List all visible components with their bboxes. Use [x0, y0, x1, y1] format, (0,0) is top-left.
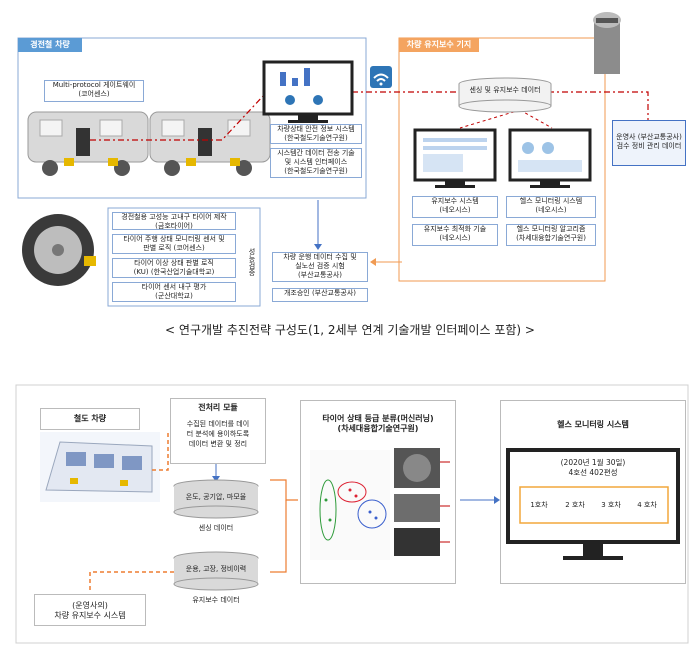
monitor-label-1: 차량상태 안전 정보 시스템 (한국철도기술연구원) — [270, 124, 362, 144]
health-item-2: 헬스 모니터링 알고리즘 (차세대융합기술연구원) — [506, 224, 596, 246]
monitor-illustration — [262, 60, 354, 123]
maint-item-1: 유지보수 시스템 (네오시스) — [412, 196, 498, 218]
screen-train: 4호선 402편성 — [568, 468, 618, 477]
health-monitor-title: 헬스 모니터링 시스템 — [557, 420, 629, 429]
car-3: 3 호차 — [601, 501, 621, 509]
monitor-label-2: 시스템간 데이터 전송 기술 및 시스템 인터페이스 (한국철도기술연구원) — [270, 148, 362, 178]
sensing-data-label: 센싱 데이터 — [198, 524, 234, 532]
health-monitor-illustration — [506, 448, 680, 560]
classifier-title: 타이어 상태 등급 분류(머신러닝) (차세대융합기술연구원) — [322, 414, 434, 433]
figure-caption: < 연구개발 추진전략 구성도(1, 2세부 연계 기술개발 인터페이스 포함)… — [165, 323, 535, 337]
car-2: 2 호차 — [565, 501, 585, 509]
car-panel-title: 경전철 차량 — [18, 38, 82, 52]
maint-panel-title: 차량 유지보수 기지 — [399, 38, 479, 52]
sensing-cylinder — [173, 479, 259, 519]
tire-item-1: 경전철용 고성능 고내구 타이어 제작 (금호타이어) — [112, 212, 236, 230]
maint-data-label: 유지보수 데이터 — [192, 596, 240, 604]
tire-item-4: 타이어 센서 내구 평가 (군산대학교) — [112, 282, 236, 302]
rail-car-illustration — [40, 432, 160, 502]
approval-box: 개조승인 (부산교통공사) — [272, 288, 368, 302]
preprocess-box: 전처리 모듈 수집된 데이터를 데이 터 분석에 용이하도록 데이터 변환 및 … — [170, 398, 266, 464]
car-1: 1호차 — [530, 501, 548, 509]
preprocess-title: 전처리 모듈 — [198, 403, 238, 412]
car-4: 4 호차 — [637, 501, 657, 509]
operator-system-box: (운영사의) 차량 유지보수 시스템 — [34, 594, 146, 626]
gateway-label: Multi-protocol 게이트웨이 (코어센스) — [44, 80, 144, 102]
tire-side-label: 성능검증 — [248, 248, 256, 276]
classifier-scatter-illustration — [310, 448, 450, 560]
train-illustration — [27, 111, 271, 176]
maint-cylinder-label: 운용, 고장, 정비이력 — [185, 565, 247, 573]
operator-box: 운영사 (부산교통공사) 검수 정비 관리 데이터 — [612, 120, 686, 166]
maint-monitor-illustration — [413, 128, 592, 188]
database-illustration — [458, 77, 552, 113]
preprocess-text: 수집된 데이터를 데이 터 분석에 용이하도록 데이터 변환 및 정리 — [186, 420, 250, 448]
tire-item-2: 타이어 주행 상태 모니터링 센서 및 판별 로직 (코어센스) — [112, 234, 236, 254]
control-tower-illustration — [593, 12, 621, 74]
health-item-1: 헬스 모니터링 시스템 (네오시스) — [506, 196, 596, 218]
tire-illustration — [22, 214, 96, 286]
classifier-box — [300, 400, 456, 584]
maint-cylinder — [173, 551, 259, 591]
verify-box: 차량 운행 데이터 수집 및 실노선 검증 시험 (부산교통공사) — [272, 252, 368, 282]
sensing-cylinder-label: 온도, 공기압, 마모율 — [185, 493, 247, 501]
wifi-icon — [370, 66, 392, 88]
screen-date: (2020년 1월 30일) — [560, 458, 626, 467]
tire-item-3: 타이어 이상 상태 판별 로직 (KU) (한국산업기술대학교) — [112, 258, 236, 278]
health-monitor-box — [500, 400, 686, 584]
rail-car-title: 철도 차량 — [40, 408, 140, 430]
maint-item-2: 유지보수 최적화 기술 (네오시스) — [412, 224, 498, 246]
db-label: 센싱 및 유지보수 데이터 — [469, 86, 541, 94]
